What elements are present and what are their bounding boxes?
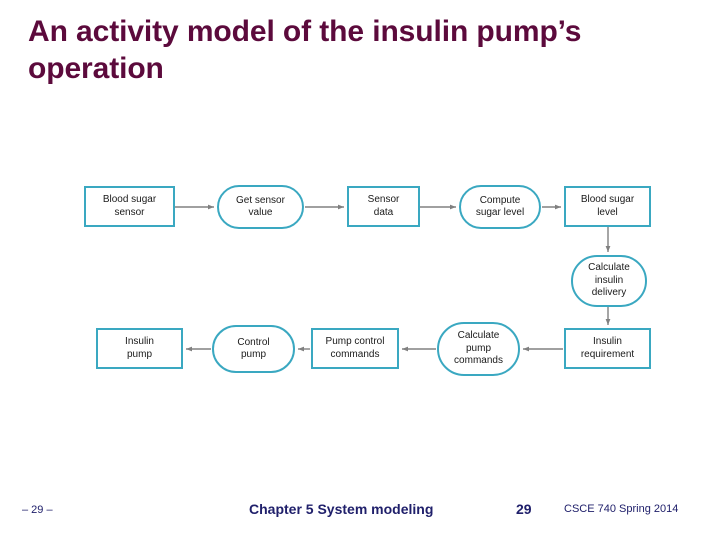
footer-course-label: CSCE 740 Spring 2014: [564, 503, 679, 515]
footer-page-marker: – 29 –: [22, 504, 53, 516]
node-label: Get sensor value: [236, 194, 285, 219]
node-label: Compute sugar level: [475, 194, 525, 219]
node-blood-sugar-sensor[interactable]: Blood sugar sensor: [84, 186, 175, 227]
node-insulin-pump[interactable]: Insulin pump: [96, 328, 183, 369]
node-control-pump[interactable]: Control pump: [212, 325, 295, 373]
node-label: Calculate insulin delivery: [588, 262, 630, 299]
node-label: Calculate pump commands: [454, 330, 503, 367]
slide-footer: – 29 – Chapter 5 System modeling 29 CSCE…: [0, 494, 720, 540]
page-title: An activity model of the insulin pump’s …: [28, 15, 582, 85]
node-sensor-data[interactable]: Sensor data: [347, 186, 420, 227]
node-blood-sugar-level[interactable]: Blood sugar level: [564, 186, 651, 227]
footer-chapter-title: Chapter 5 System modeling: [249, 501, 434, 517]
node-pump-control-commands[interactable]: Pump control commands: [311, 328, 399, 369]
node-label: Blood sugar sensor: [102, 194, 157, 218]
node-label: Control pump: [237, 336, 270, 361]
node-label: Insulin requirement: [580, 336, 635, 360]
node-insulin-requirement[interactable]: Insulin requirement: [564, 328, 651, 369]
node-get-sensor-value[interactable]: Get sensor value: [217, 185, 304, 229]
node-label: Pump control commands: [325, 336, 385, 360]
node-label: Sensor data: [367, 194, 400, 218]
node-calculate-pump-commands[interactable]: Calculate pump commands: [437, 322, 520, 376]
footer-slide-number: 29: [516, 501, 532, 517]
node-compute-sugar-level[interactable]: Compute sugar level: [459, 185, 541, 229]
node-calculate-insulin-delivery[interactable]: Calculate insulin delivery: [571, 255, 647, 307]
node-label: Blood sugar level: [580, 194, 635, 218]
node-label: Insulin pump: [125, 336, 154, 360]
